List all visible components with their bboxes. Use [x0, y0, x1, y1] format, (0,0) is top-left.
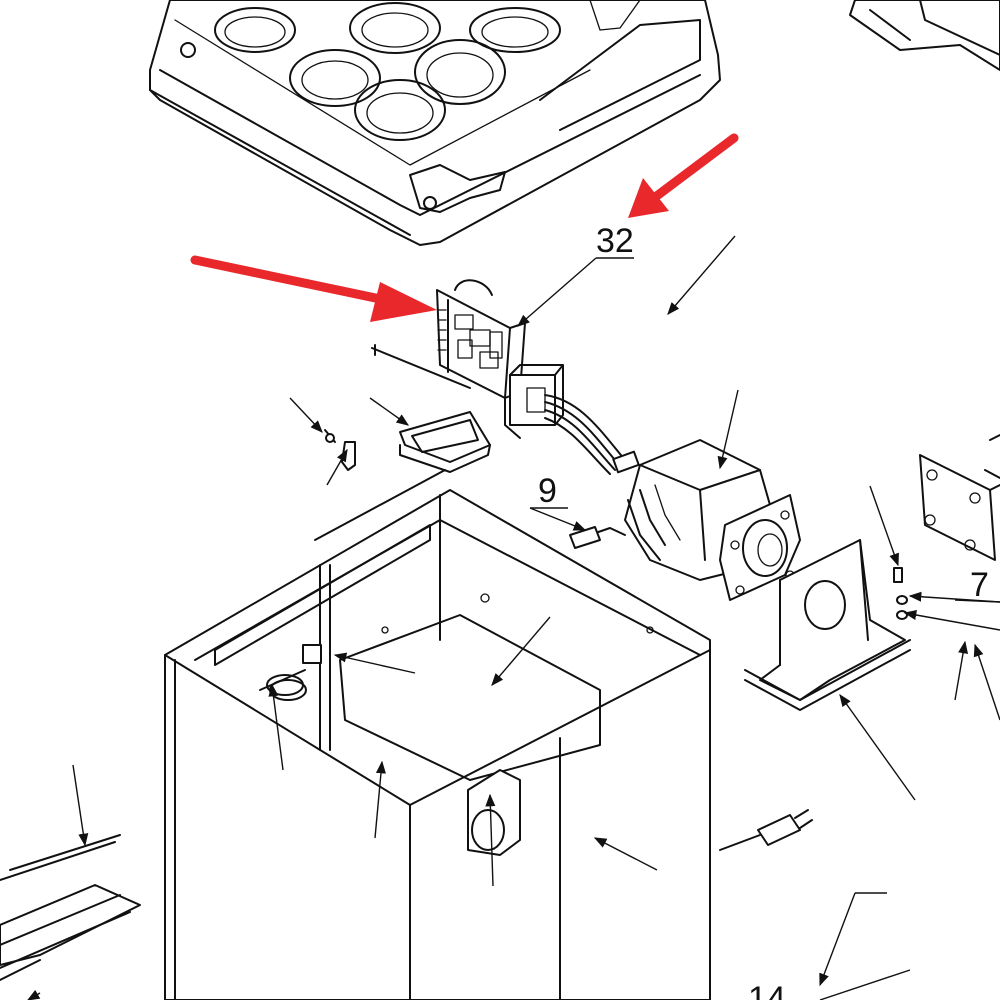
power-plug [719, 809, 813, 851]
part-label-32: 32 [596, 222, 634, 260]
cabinet [164, 489, 711, 1000]
part-label-14: 14 [748, 980, 786, 1000]
lid-tray [149, 0, 721, 246]
wire-harness [544, 394, 640, 475]
side-plate-assembly [919, 434, 1000, 561]
rod [371, 344, 471, 389]
washers [893, 567, 908, 620]
circuit-board [436, 279, 564, 439]
arrow-to-circuit-board [190, 255, 437, 322]
motor-mount-bracket [744, 539, 911, 711]
part-label-7: 7 [970, 566, 989, 604]
cabinet-clip [302, 644, 322, 664]
arrow-to-label-32 [628, 133, 739, 218]
bottom-left-rails [0, 834, 141, 981]
motor [569, 439, 801, 601]
screw-left [324, 429, 336, 443]
part-label-9: 9 [538, 472, 557, 510]
callout-lines [26, 235, 1000, 1000]
connector-board [399, 411, 491, 473]
upper-right-part [849, 0, 1000, 71]
ground-wire [314, 469, 446, 541]
